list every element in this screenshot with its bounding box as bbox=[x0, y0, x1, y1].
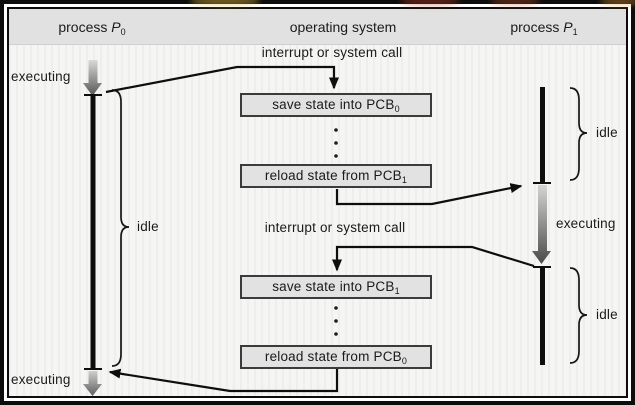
p0-executing-arrow-top bbox=[83, 60, 102, 96]
p0-executing-bottom-label: executing bbox=[11, 372, 71, 387]
connector-p0-to-save0 bbox=[105, 65, 339, 94]
diagram-background bbox=[7, 7, 628, 398]
save-state-pcb0-box: save state into PCB0 bbox=[240, 93, 432, 117]
save-state-pcb1-sub: 1 bbox=[394, 286, 400, 296]
p1-idle-bottom-label: idle bbox=[596, 307, 618, 322]
reload-state-pcb1-box: reload state from PCB1 bbox=[240, 164, 432, 188]
header-band: process P0 operating system process P1 bbox=[9, 9, 626, 45]
header-process-p0-sub: 0 bbox=[120, 27, 126, 37]
p0-executing-arrow-bottom bbox=[83, 371, 102, 396]
frame-white-gap bbox=[4, 4, 631, 401]
save-state-pcb0-sub: 0 bbox=[394, 104, 400, 114]
connector-reload0-to-p0 bbox=[108, 368, 339, 393]
reload-state-pcb0-sub: 0 bbox=[401, 356, 408, 366]
header-operating-system: operating system bbox=[289, 19, 397, 35]
reload-state-pcb1-text: reload state from PCB bbox=[264, 168, 402, 183]
p1-idle-top-label: idle bbox=[596, 125, 618, 140]
p0-idle-label: idle bbox=[137, 219, 159, 234]
header-process-p0-word: process bbox=[58, 19, 108, 35]
p1-idle-brace-bottom bbox=[569, 267, 588, 364]
connector-reload1-to-p1 bbox=[335, 183, 523, 206]
p0-idle-brace bbox=[111, 89, 130, 367]
interrupt-label-top: interrupt or system call bbox=[261, 45, 403, 60]
ellipsis-dots-top bbox=[334, 128, 338, 158]
p1-executing-arrow bbox=[532, 185, 551, 264]
p1-executing-label: executing bbox=[556, 216, 616, 231]
ellipsis-dots-bottom bbox=[334, 306, 338, 336]
header-process-p1-var: P bbox=[563, 19, 573, 35]
p1-idle-brace-top bbox=[569, 87, 588, 181]
save-state-pcb1-box: save state into PCB1 bbox=[240, 275, 432, 299]
save-state-pcb0-text: save state into PCB bbox=[272, 97, 395, 112]
reload-state-pcb1-sub: 1 bbox=[401, 175, 408, 185]
reload-state-pcb0-box: reload state from PCB0 bbox=[240, 345, 432, 369]
interrupt-label-bottom: interrupt or system call bbox=[264, 220, 406, 235]
header-process-p1-sub: 1 bbox=[572, 27, 578, 37]
header-process-p1-word: process bbox=[510, 19, 560, 35]
p0-executing-top-label: executing bbox=[11, 69, 71, 84]
reload-state-pcb0-text: reload state from PCB bbox=[264, 349, 402, 364]
header-process-p0-var: P bbox=[111, 19, 121, 35]
header-process-p0: process P0 bbox=[32, 18, 152, 37]
header-process-p1: process P1 bbox=[484, 18, 604, 37]
save-state-pcb1-text: save state into PCB bbox=[272, 279, 395, 294]
connector-p1-to-save1 bbox=[332, 245, 535, 272]
